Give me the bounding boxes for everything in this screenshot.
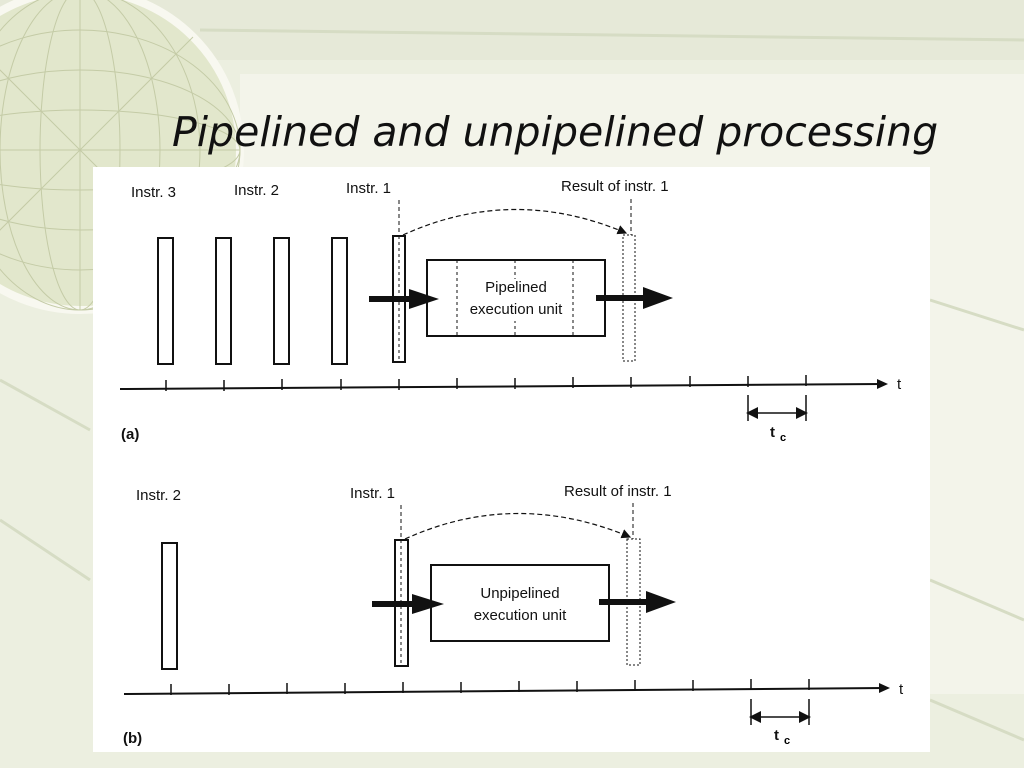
panel-a-input-arrow [369,289,439,309]
slide-title: Pipelined and unpipelined processing [172,108,939,156]
panel-a-latency-arc [402,208,628,236]
panel-a-cycle-label: t [770,424,775,441]
panel-b-cycle-label: t [774,727,779,744]
panel-b-instr-2-bar [161,542,178,670]
pipeline-diagram: Instr. 3 Instr. 2 Instr. 1 Result of ins… [119,178,904,747]
pipeline-figure: Instr. 3 Instr. 2 Instr. 1 Result of ins… [93,167,930,752]
panel-b-output-arrow [599,591,676,613]
panel-a-axis-label: t [897,376,902,393]
panel-b-label: (b) [123,730,142,747]
panel-b-input-arrow [372,594,444,614]
panel-a-instr-1-label: Instr. 1 [346,180,391,197]
panel-a-label: (a) [121,426,139,443]
panel-a-instr-2-label: Instr. 2 [234,182,279,199]
panel-b-instr-1-label: Instr. 1 [350,485,395,502]
panel-b-cycle-subscript: c [784,735,790,747]
panel-a-cycle-subscript: c [780,432,786,444]
panel-a-instr-bar [215,237,232,365]
panel-a-output-arrow [596,287,673,309]
panel-a-unit-label-2: execution unit [470,301,563,318]
panel-b: Instr. 2 Instr. 1 Result of instr. 1 Unp… [123,483,904,747]
panel-a-instr-bar [157,237,174,365]
panel-b-unpipelined-unit-box [430,564,610,642]
panel-a-time-axis [119,383,884,390]
panel-a: Instr. 3 Instr. 2 Instr. 1 Result of ins… [119,178,902,444]
panel-b-unit-label-2: execution unit [474,607,567,624]
panel-b-instr-2-label: Instr. 2 [136,487,181,504]
panel-b-latency-arc [404,512,632,540]
panel-b-unit-label-1: Unpipelined [480,585,559,602]
panel-b-result-label: Result of instr. 1 [564,483,672,500]
panel-b-time-axis [123,687,886,695]
panel-a-result-label: Result of instr. 1 [561,178,669,195]
panel-a-instr-3-label: Instr. 3 [131,184,176,201]
panel-a-unit-label-1: Pipelined [485,279,547,296]
panel-a-instr-bar [331,237,348,365]
panel-a-instr-bar [273,237,290,365]
panel-b-axis-label: t [899,681,904,698]
